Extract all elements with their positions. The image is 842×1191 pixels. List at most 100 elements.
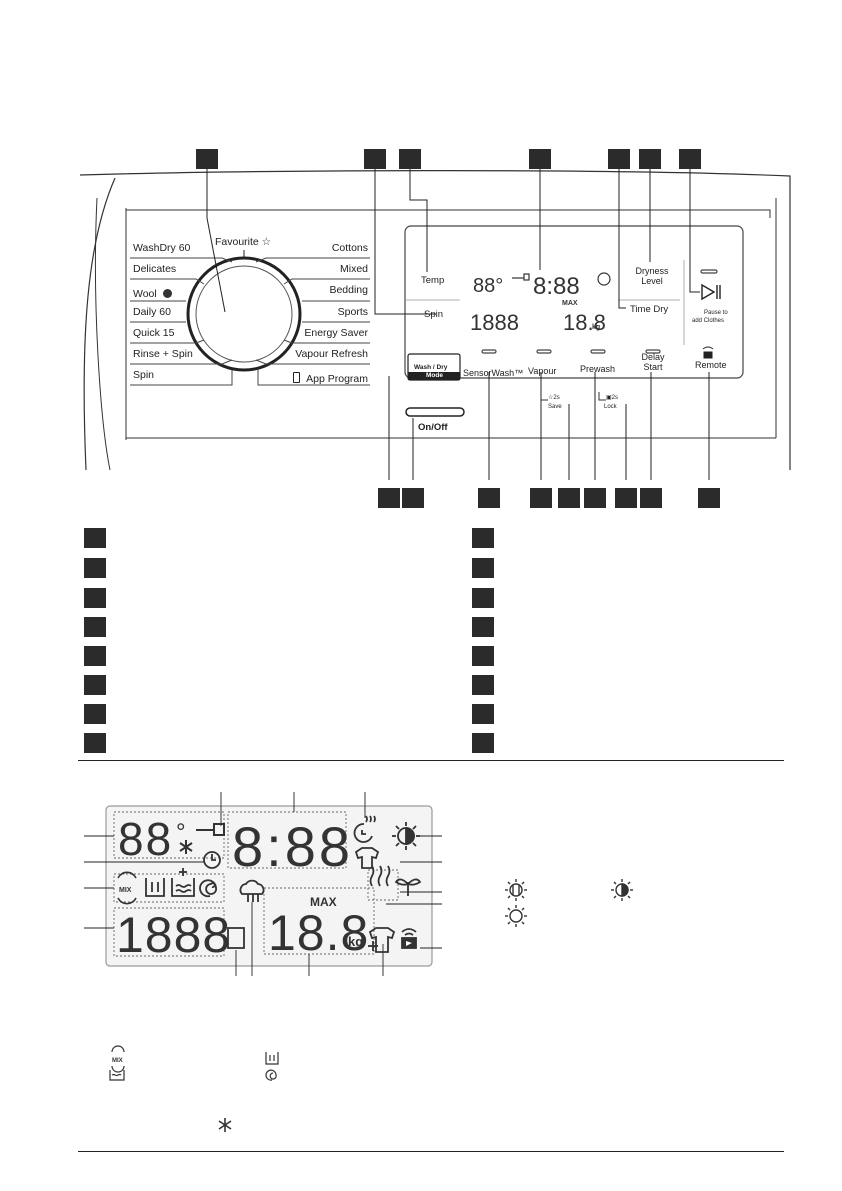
shirt-plus-icon xyxy=(368,927,396,953)
dryness-full-icon xyxy=(505,879,527,901)
lcd-spin-digits: 1888 xyxy=(116,907,231,963)
vapour-button[interactable]: Vapour xyxy=(528,366,557,376)
dryness-line-1: Dryness xyxy=(635,266,669,276)
legend-tub-icon xyxy=(265,1052,279,1065)
panel-kg-label: kg xyxy=(592,324,600,331)
legend-marker xyxy=(472,617,494,637)
dryness-empty-icon xyxy=(505,905,527,927)
sensorwash-button[interactable]: SensorWash™ xyxy=(463,368,524,378)
save-text: Save xyxy=(548,404,562,410)
callout-marker xyxy=(478,488,500,508)
programme-delicates[interactable]: Delicates xyxy=(133,263,177,275)
mode-top-label[interactable]: Wash / Dry xyxy=(414,364,448,371)
save-2s: 2s xyxy=(553,395,560,401)
mode-bottom-label[interactable]: Mode xyxy=(426,372,443,379)
callout-marker xyxy=(196,149,218,169)
spiral-icon xyxy=(199,879,217,898)
spin-button[interactable]: Spin xyxy=(424,309,444,320)
save-label: ☆2s xyxy=(548,394,560,401)
programme-energy-saver[interactable]: Energy Saver xyxy=(304,327,368,339)
programme-app-program[interactable]: App Program xyxy=(292,369,368,387)
programme-sports[interactable]: Sports xyxy=(337,306,368,318)
programme-bedding[interactable]: Bedding xyxy=(329,284,368,296)
key-icon xyxy=(196,823,225,836)
callout-marker xyxy=(530,488,552,508)
callout-marker xyxy=(364,149,386,169)
legend-marker xyxy=(84,558,106,578)
vapour-cloud-icon xyxy=(239,879,265,902)
programme-washdry-60[interactable]: WashDry 60 xyxy=(133,242,191,254)
callout-marker xyxy=(529,149,551,169)
callout-marker xyxy=(640,488,662,508)
eco-plant-icon xyxy=(394,878,422,896)
prewash-icon xyxy=(171,868,195,897)
clock-icon xyxy=(203,851,221,869)
programme-daily-60[interactable]: Daily 60 xyxy=(133,306,171,318)
legend-marker xyxy=(472,558,494,578)
display-bezel xyxy=(404,225,744,379)
callout-marker xyxy=(402,488,424,508)
lcd-time-digits: 8:88 xyxy=(232,815,353,878)
panel-time-digits: 8:88 xyxy=(533,273,580,300)
favourite-label: Favourite ☆ xyxy=(215,236,272,248)
programme-app-program-label: App Program xyxy=(306,373,368,385)
mix-icon xyxy=(117,871,137,905)
programme-spin[interactable]: Spin xyxy=(133,369,155,381)
time-dry-button[interactable]: Time Dry xyxy=(630,304,669,315)
temp-button[interactable]: Temp xyxy=(421,275,445,286)
callout-marker xyxy=(378,488,400,508)
pause-line-2: add Clothes xyxy=(692,318,725,324)
panel-weight-digits: 18.8 xyxy=(563,310,606,335)
callout-marker xyxy=(615,488,637,508)
remote-button[interactable]: Remote xyxy=(695,360,727,370)
panel-sun-icon xyxy=(597,272,611,286)
divider-top xyxy=(78,760,784,761)
lcd-temp-digits: 88 xyxy=(118,813,173,865)
programme-mixed[interactable]: Mixed xyxy=(339,263,368,275)
lcd-display-drawing: 88 ° 8:88 1888 18.8 MAX kg MIX xyxy=(84,792,633,976)
delay-start-button[interactable]: Delay Start xyxy=(641,352,665,372)
lcd-kg-label: kg xyxy=(348,934,363,949)
legend-marker xyxy=(84,704,106,724)
callout-marker xyxy=(558,488,580,508)
remote-icon xyxy=(702,346,714,359)
drying-clock-icon xyxy=(353,815,376,843)
legend-marker xyxy=(472,675,494,695)
programme-wool[interactable]: Wool xyxy=(133,284,173,302)
panel-key-icon xyxy=(512,273,530,281)
phone-icon xyxy=(292,372,300,383)
callout-marker xyxy=(679,149,701,169)
legend-marker xyxy=(472,588,494,608)
divider-bottom xyxy=(78,1151,784,1152)
dryness-level-icon xyxy=(392,822,420,850)
legend-marker xyxy=(472,646,494,666)
legend-marker xyxy=(84,528,106,548)
dryness-level-button[interactable]: Dryness Level xyxy=(630,266,674,286)
dryness-line-2: Level xyxy=(641,276,663,286)
control-panel-drawing: 88° 8:88 1888 18.8 MAX kg xyxy=(79,168,791,480)
legend-marker xyxy=(84,733,106,753)
lock-2s: 2s xyxy=(611,395,619,401)
programme-vapour-refresh[interactable]: Vapour Refresh xyxy=(295,348,368,360)
delay-line-2: Start xyxy=(643,362,663,372)
legend-marker xyxy=(84,617,106,637)
lcd-degree: ° xyxy=(176,819,186,846)
lcd-max-label: MAX xyxy=(310,895,337,909)
legend-marker xyxy=(84,588,106,608)
panel-spin-digits: 1888 xyxy=(470,310,519,335)
on-off-button[interactable]: On/Off xyxy=(418,422,448,433)
wool-mark-icon xyxy=(163,289,173,298)
wifi-remote-icon xyxy=(401,928,417,949)
legend-marker xyxy=(84,675,106,695)
programme-cottons[interactable]: Cottons xyxy=(331,242,368,254)
legend-spiral-icon xyxy=(265,1069,277,1081)
programme-quick-15[interactable]: Quick 15 xyxy=(133,327,175,339)
callout-marker xyxy=(399,149,421,169)
pause-add-clothes-label: Pause to add Clothes xyxy=(692,309,728,325)
prewash-button[interactable]: Prewash xyxy=(580,364,616,374)
dryness-half-icon xyxy=(611,879,633,901)
callout-marker xyxy=(639,149,661,169)
bottom-legend-icons: MIX xyxy=(109,1045,279,1132)
programme-rinse-spin[interactable]: Rinse + Spin xyxy=(133,348,193,360)
panel-curve xyxy=(79,170,791,470)
